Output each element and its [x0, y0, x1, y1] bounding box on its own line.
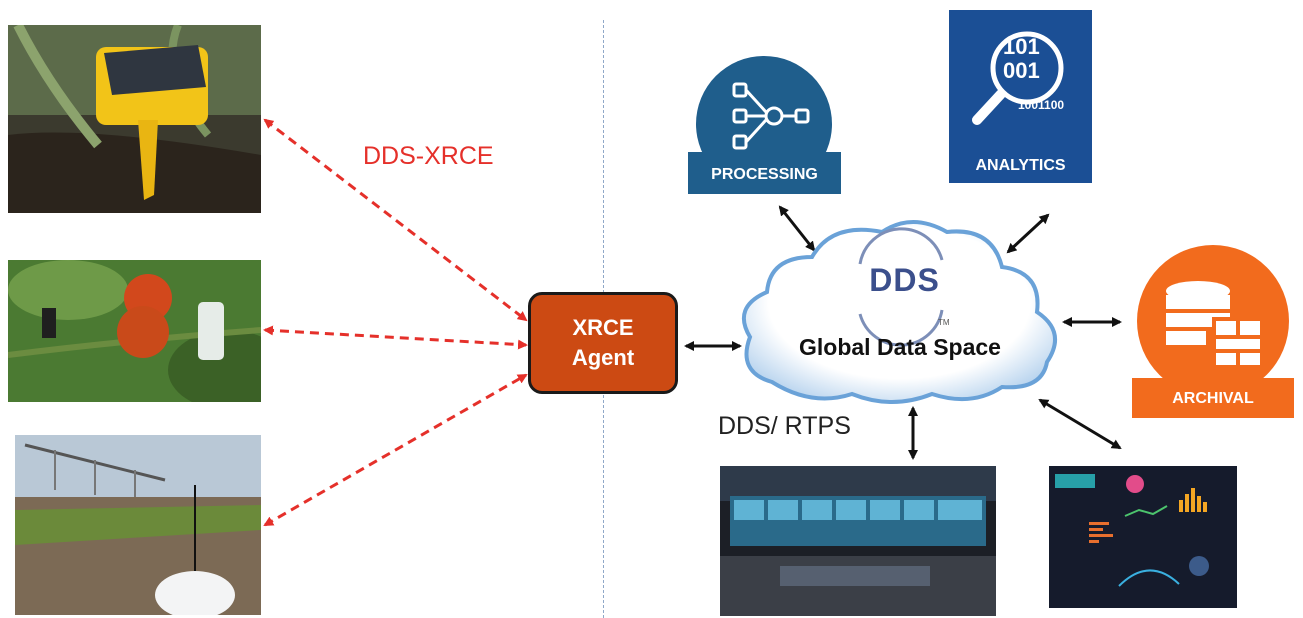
processing-tile: [688, 54, 841, 194]
dds-trademark: TM: [938, 318, 950, 327]
xrce-links: [263, 118, 528, 527]
global-data-space-title: Global Data Space: [799, 334, 1001, 360]
xrce-agent-line1: XRCE: [572, 315, 634, 340]
processing-arrow: [778, 205, 816, 252]
xrce-arrow-top: [263, 118, 528, 322]
xrce-agent-line2: Agent: [571, 345, 635, 370]
analytics-binary-1: 101: [1003, 34, 1040, 59]
global-data-space-cloud: [741, 220, 1057, 404]
archival-tile: [1132, 243, 1294, 418]
analytics-binary-3: 1001100: [1018, 98, 1065, 112]
analytics-label: ANALYTICS: [975, 157, 1066, 174]
dashboard-arrow: [1038, 398, 1122, 450]
dashboard-photo: [1049, 466, 1237, 608]
xrce-arrow-middle: [263, 325, 528, 350]
dds-links: [684, 205, 1122, 460]
control-room-photo: [720, 466, 996, 616]
soil-sensor-photo: [8, 25, 261, 213]
analytics-tile: [949, 10, 1092, 183]
processing-label: PROCESSING: [711, 166, 818, 183]
dds-rtps-label: DDS/ RTPS: [718, 412, 851, 440]
xrce-arrow-bottom: [263, 373, 528, 527]
field-sensor-photo: [15, 435, 261, 615]
magnifier-icon: [972, 31, 1064, 125]
analytics-arrow: [1006, 213, 1050, 254]
analytics-binary-2: 001: [1003, 58, 1040, 83]
tomato-sensor-photo: [8, 260, 261, 402]
archival-label: ARCHIVAL: [1172, 390, 1254, 407]
dds-logo: DDS: [869, 262, 940, 298]
xrce-agent-box: XRCE Agent: [528, 292, 678, 394]
